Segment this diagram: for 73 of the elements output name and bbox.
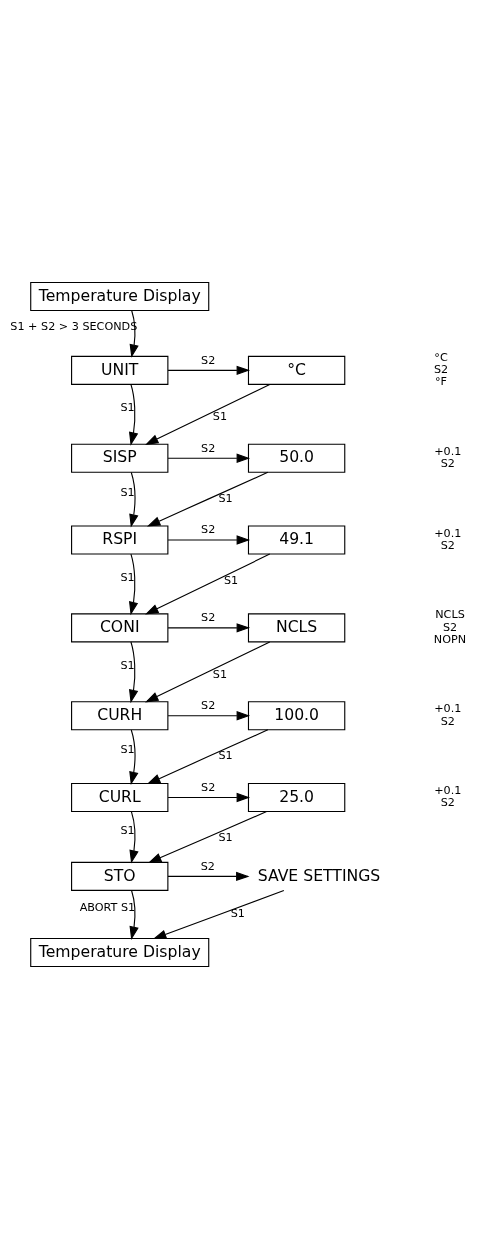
node-label: +0.1 [434, 444, 462, 458]
node-label: +0.1 [434, 526, 462, 540]
node-label: S2 [440, 538, 455, 552]
arrow [129, 310, 139, 358]
edge-label: S2 [201, 611, 216, 625]
edge-label: S1 [120, 658, 135, 672]
edge-label: S1 [218, 491, 233, 505]
arrow [152, 890, 285, 940]
edge-label: S1 [230, 907, 245, 921]
node-label: S2 [442, 620, 458, 634]
edge-label: S1 [218, 831, 233, 845]
edge-label: ABORT S1 [79, 901, 136, 915]
edge-label: S1 [120, 570, 135, 584]
edge-label: S1 [120, 743, 135, 757]
node-label: S2 [440, 714, 455, 728]
node-label: +0.1 [434, 702, 462, 716]
node-box: CURL [71, 782, 169, 812]
node-box: STO [71, 861, 169, 891]
arrow [145, 641, 271, 703]
edge-label: S1 [212, 410, 228, 424]
node-box: UNIT [71, 355, 169, 385]
arrow [167, 792, 251, 803]
arrow [167, 623, 251, 633]
node-box: CONI [71, 613, 169, 643]
arrow [167, 535, 251, 545]
edge-label: S1 [224, 573, 239, 587]
edge-label: S2 [201, 699, 216, 713]
edge-label: S1 [218, 749, 233, 763]
node-box: Temperature Display [30, 937, 210, 968]
node-label: S2 [440, 796, 455, 810]
arrow [129, 890, 139, 940]
arrow [167, 711, 251, 721]
node-label: NCLS [435, 608, 465, 622]
arrow [147, 471, 269, 527]
arrow [145, 383, 271, 445]
arrow [145, 553, 271, 615]
node-text: SAVE SETTINGS [257, 865, 381, 885]
node-box: CURH [71, 701, 169, 731]
arrow [147, 729, 269, 785]
node-box: 25.0 [247, 782, 346, 812]
node-box: °C [247, 355, 346, 385]
node-box: 50.0 [247, 443, 346, 473]
node-label: S2 [440, 457, 455, 471]
node-label: S2 [433, 363, 449, 377]
arrow [129, 641, 139, 704]
node-box: SISP [71, 443, 169, 473]
node-box: 49.1 [247, 525, 346, 555]
node-label: +0.1 [434, 784, 462, 798]
node-box: NCLS [247, 613, 346, 643]
node-label: °C [434, 350, 448, 364]
edge-label: S1 [120, 823, 135, 837]
edge-label: S2 [201, 523, 216, 537]
edge-label: S2 [201, 353, 216, 367]
arrow [148, 811, 268, 863]
edge-label: S1 [120, 401, 135, 415]
node-box: Temperature Display [30, 281, 210, 312]
arrow [167, 453, 251, 463]
arrow [129, 553, 139, 616]
node-box: RSPI [71, 525, 169, 555]
node-label: °F [435, 375, 448, 389]
arrow [129, 471, 139, 528]
node-box: 100.0 [247, 701, 346, 731]
node-label: NOPN [433, 632, 467, 646]
arrow [129, 729, 139, 786]
edge-label: S1 [212, 667, 228, 681]
edge-label: S2 [200, 859, 216, 873]
arrow [129, 811, 139, 864]
arrow [167, 365, 251, 376]
edge-label: S2 [201, 441, 216, 455]
edge-label: S2 [201, 780, 216, 794]
edge-label: S1 [120, 485, 135, 499]
arrow [167, 871, 250, 882]
arrow [129, 383, 139, 446]
